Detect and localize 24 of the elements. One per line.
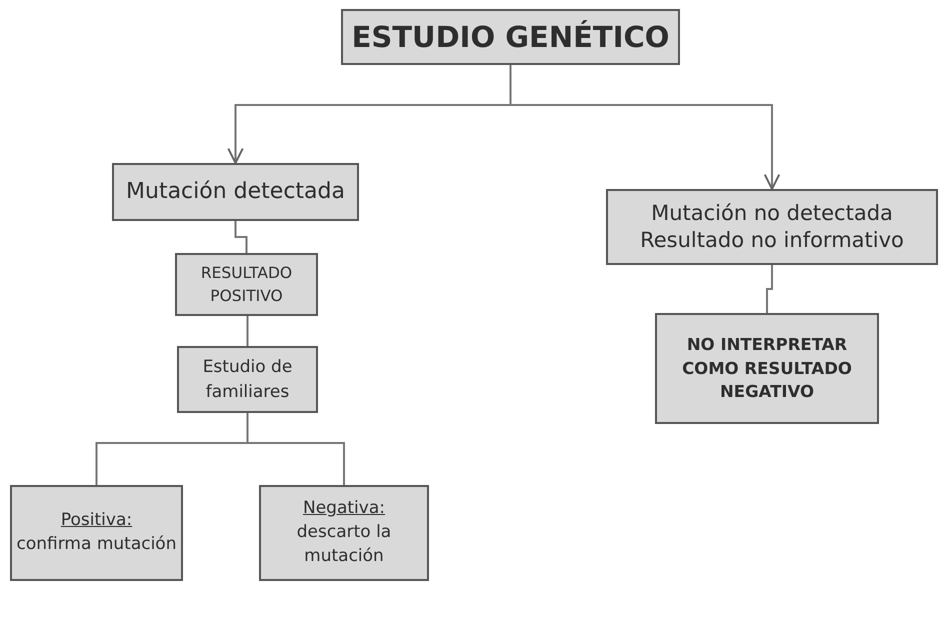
connector-line: [766, 265, 773, 313]
box-text: Estudio de familiares: [202, 356, 294, 404]
process-box: [341, 9, 680, 65]
box-text: Mutación no detectada: [651, 200, 893, 227]
box-text: descarto la mutación: [296, 521, 392, 568]
box-text: ESTUDIO GENÉTICO: [352, 20, 670, 54]
process-box: [175, 253, 318, 316]
box-text: Resultado no informativo: [640, 227, 904, 254]
connector-line: [234, 221, 248, 253]
process-box: [606, 189, 938, 265]
process-box: [10, 485, 183, 581]
process-box: [259, 485, 429, 581]
connector-line: [246, 413, 345, 485]
box-text: confirma mutación: [16, 533, 176, 556]
box-text: RESULTADO POSITIVO: [200, 263, 294, 306]
process-box: [177, 346, 318, 413]
box-text: Mutación detectada: [126, 178, 345, 206]
box-text: NO INTERPRETAR COMO RESULTADO NEGATIVO: [681, 334, 853, 404]
process-box: [112, 163, 359, 221]
process-box: [655, 313, 879, 424]
connector-line: [246, 316, 248, 346]
box-heading: Positiva:: [60, 509, 132, 532]
arrow: [510, 65, 780, 190]
box-heading: Negativa:: [303, 497, 385, 520]
